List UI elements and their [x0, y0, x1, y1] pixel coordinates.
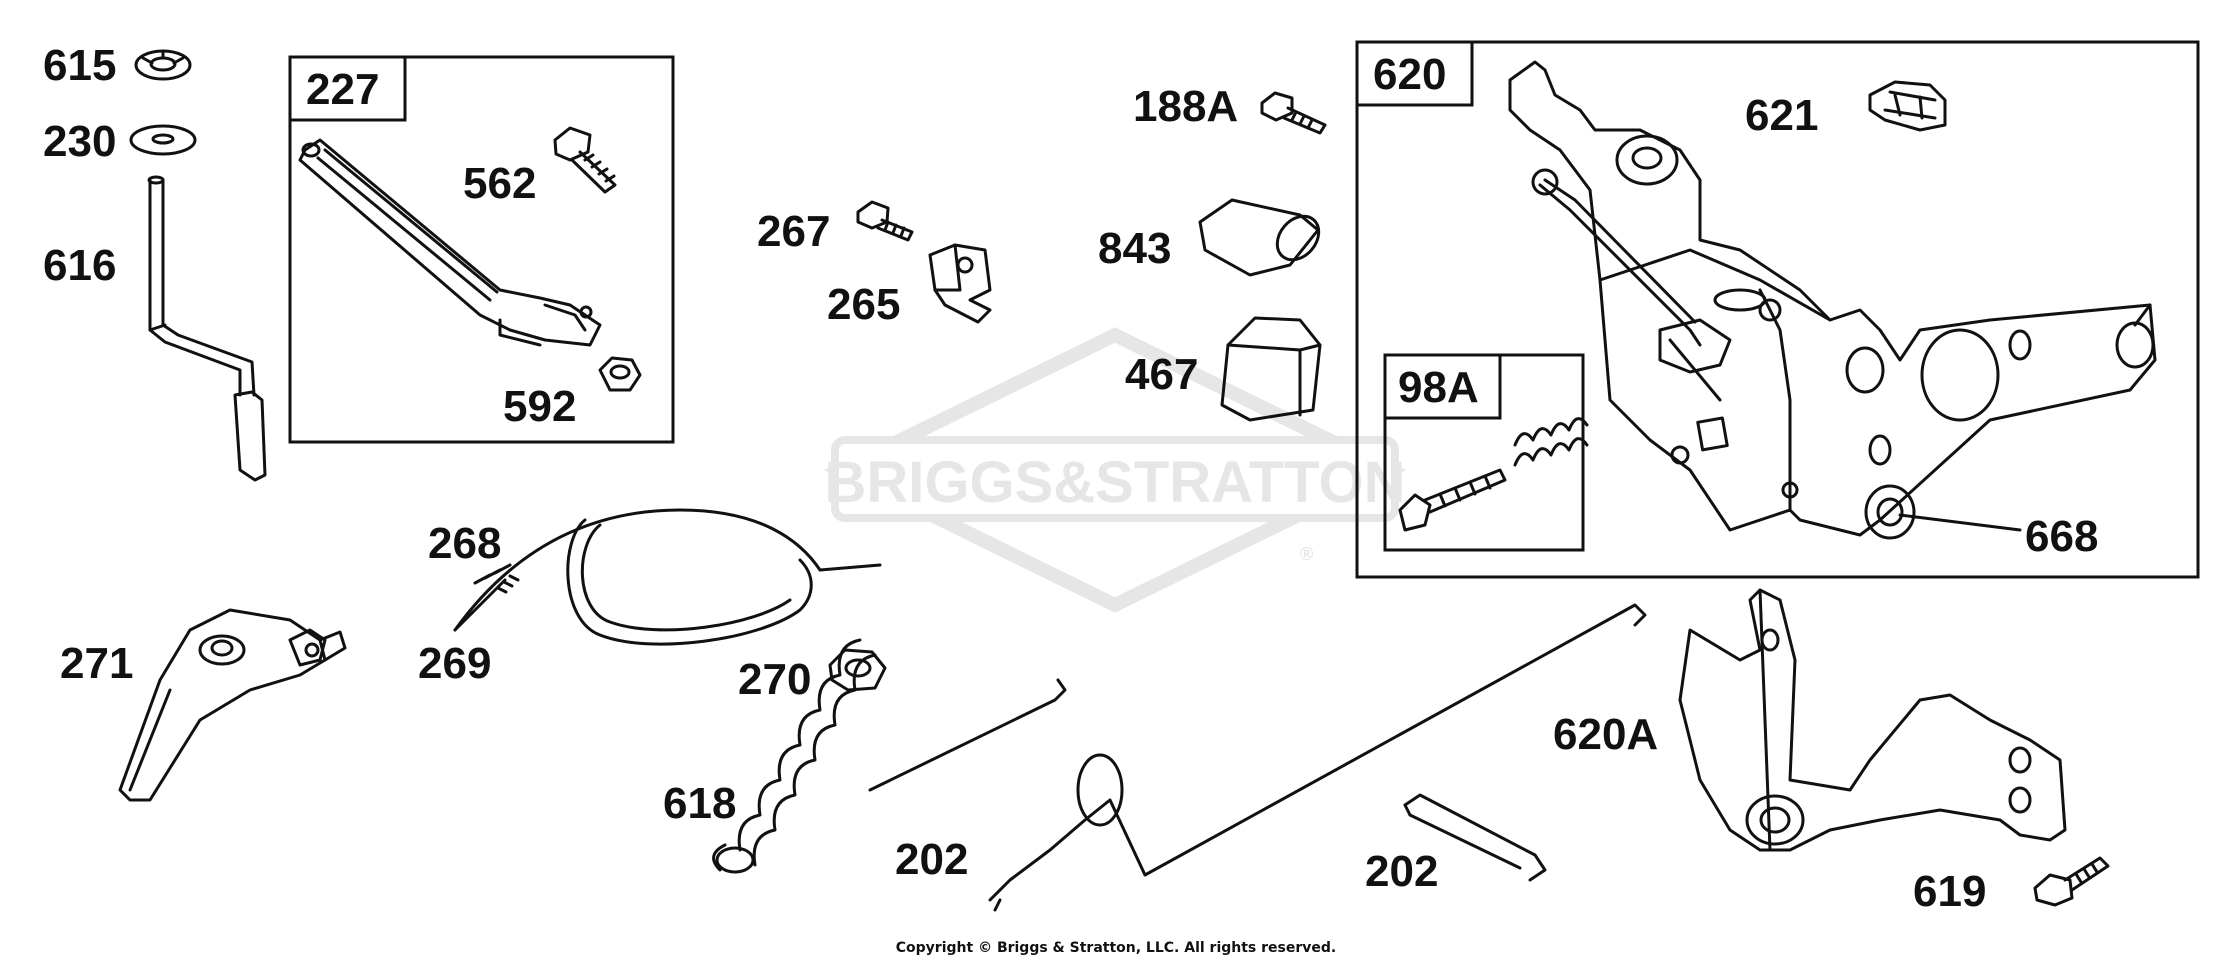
kit-98a-label: 98A [1398, 363, 1479, 412]
part-271-lever [118, 608, 347, 802]
callout-270: 270 [738, 655, 812, 704]
leader-668 [1898, 513, 2022, 532]
part-843-sleeve [1198, 198, 1321, 277]
brand-watermark: BRIGGS&STRATTON ® [824, 327, 1406, 613]
part-620-bracket [1508, 60, 2157, 540]
part-268-cable [453, 508, 882, 646]
part-618-spring [712, 638, 1067, 874]
callout-267: 267 [757, 207, 831, 256]
part-270-nut [828, 648, 887, 692]
callout-616: 616 [43, 241, 117, 290]
part-562-bolt [553, 126, 617, 194]
callout-269: 269 [418, 639, 492, 688]
callout-619: 619 [1913, 867, 1987, 916]
part-202-link-small [1403, 793, 1547, 882]
part-616-shaft [147, 175, 267, 482]
part-621-clip [1868, 80, 1947, 132]
kit-227-label: 227 [306, 65, 380, 114]
callout-230: 230 [43, 117, 117, 166]
callout-467: 467 [1125, 350, 1199, 399]
kit-620-label: 620 [1373, 50, 1447, 99]
callout-202-link: 202 [1365, 847, 1439, 896]
svg-text:BRIGGS&STRATTON: BRIGGS&STRATTON [824, 450, 1405, 515]
kit-227-box [288, 55, 675, 444]
part-615-grommet [134, 49, 192, 81]
callout-562: 562 [463, 159, 537, 208]
callout-843: 843 [1098, 224, 1172, 273]
part-265-clip [928, 243, 992, 324]
part-202-link-rod [988, 603, 1647, 912]
part-227-lever [298, 138, 602, 347]
part-98a-kit [1398, 417, 1589, 532]
part-467-block [1220, 316, 1322, 422]
part-620a-bracket [1678, 588, 2067, 852]
callout-202-rod: 202 [895, 835, 969, 884]
callout-615: 615 [43, 41, 117, 90]
callout-668: 668 [2025, 512, 2099, 561]
kit-620-box [1355, 40, 2200, 579]
copyright-notice: Copyright © Briggs & Stratton, LLC. All … [895, 940, 1337, 956]
part-592-nut [598, 356, 642, 392]
svg-text:®: ® [1300, 544, 1313, 564]
callout-620a: 620A [1553, 710, 1659, 759]
part-619-bolt [2033, 856, 2110, 907]
part-267-screw [856, 200, 914, 242]
callout-618: 618 [663, 779, 737, 828]
part-269-end [453, 574, 520, 632]
callout-271: 271 [60, 639, 134, 688]
callout-265: 265 [827, 280, 901, 329]
part-230-washer [129, 124, 197, 156]
part-188a-screw [1260, 91, 1327, 135]
callout-268: 268 [428, 519, 502, 568]
callout-188a: 188A [1133, 82, 1239, 131]
callout-621: 621 [1745, 91, 1819, 140]
callout-592: 592 [503, 382, 577, 431]
